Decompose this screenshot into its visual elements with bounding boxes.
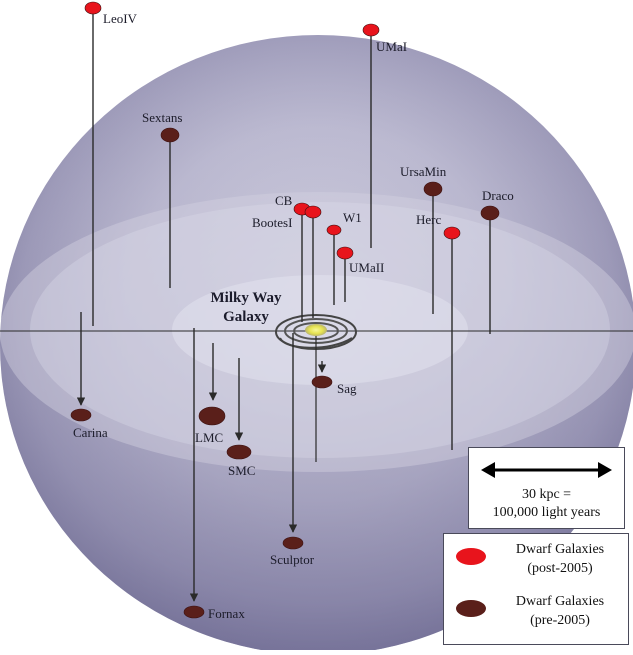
- legend-post2005-line-2: (post-2005): [527, 561, 593, 576]
- galaxy-marker-umai: [362, 23, 380, 37]
- galaxy-label-sculptor: Sculptor: [270, 552, 315, 567]
- legend-pre2005-line-2: (pre-2005): [530, 613, 590, 628]
- galaxy-marker-sculptor: [282, 536, 304, 550]
- title-line-1: Milky Way: [210, 290, 282, 306]
- galaxy-marker-smc: [226, 444, 252, 460]
- galaxy-label-umai: UMaI: [376, 39, 408, 54]
- legend-pre2005-swatch: [456, 600, 486, 617]
- legend-pre2005-label: Dwarf Galaxies (pre-2005): [494, 592, 626, 630]
- galaxy-label-lmc: LMC: [195, 430, 224, 445]
- galaxy-marker-lmc: [198, 406, 226, 426]
- legend-post2005-swatch: [456, 548, 486, 565]
- galaxy-marker-ursamin: [423, 181, 443, 197]
- galaxy-marker-umaii: [336, 246, 354, 260]
- galaxy-marker-sextans: [160, 127, 180, 143]
- galaxy-markers: [70, 1, 500, 619]
- galaxy-marker-bootesi: [304, 205, 322, 219]
- galaxy-marker-w1: [326, 224, 342, 236]
- galaxy-label-sag: Sag: [337, 381, 357, 396]
- galaxy-label-cb: CB: [275, 193, 293, 208]
- galaxy-marker-draco: [480, 205, 500, 221]
- galaxy-label-bootesi: BootesI: [252, 215, 293, 230]
- galaxy-marker-leoiv: [84, 1, 102, 15]
- legend-post2005-line-1: Dwarf Galaxies: [515, 542, 605, 557]
- scale-text: 30 kpc = 100,000 light years: [469, 486, 624, 522]
- galaxy-label-sextans: Sextans: [142, 110, 183, 125]
- galaxy-label-ursamin: UrsaMin: [400, 164, 447, 179]
- galaxy-label-carina: Carina: [73, 425, 108, 440]
- connector-lines: [76, 8, 491, 602]
- scale-line-1: 30 kpc =: [521, 487, 572, 502]
- galaxy-marker-sag: [311, 375, 333, 389]
- double-arrow-icon: [481, 462, 612, 478]
- milky-way-title: Milky Way Galaxy: [191, 289, 301, 327]
- galaxy-label-herc: Herc: [416, 212, 442, 227]
- legend-post2005-label: Dwarf Galaxies (post-2005): [494, 540, 626, 578]
- scale-box: 30 kpc = 100,000 light years: [468, 447, 625, 529]
- galactic-core: [305, 324, 327, 336]
- galaxy-label-draco: Draco: [482, 188, 514, 203]
- galaxy-label-w1: W1: [343, 210, 362, 225]
- galaxy-marker-herc: [443, 226, 461, 240]
- galaxy-label-leoiv: LeoIV: [103, 11, 137, 26]
- legend-pre2005-line-1: Dwarf Galaxies: [515, 594, 605, 609]
- galaxy-marker-fornax: [183, 605, 205, 619]
- galaxy-label-fornax: Fornax: [208, 606, 245, 621]
- galaxy-marker-carina: [70, 408, 92, 422]
- galaxy-label-smc: SMC: [228, 463, 256, 478]
- legend: Dwarf Galaxies (post-2005) Dwarf Galaxie…: [443, 533, 629, 645]
- title-line-2: Galaxy: [223, 309, 269, 325]
- scale-line-2: 100,000 light years: [492, 505, 601, 520]
- galaxy-label-umaii: UMaII: [349, 260, 385, 275]
